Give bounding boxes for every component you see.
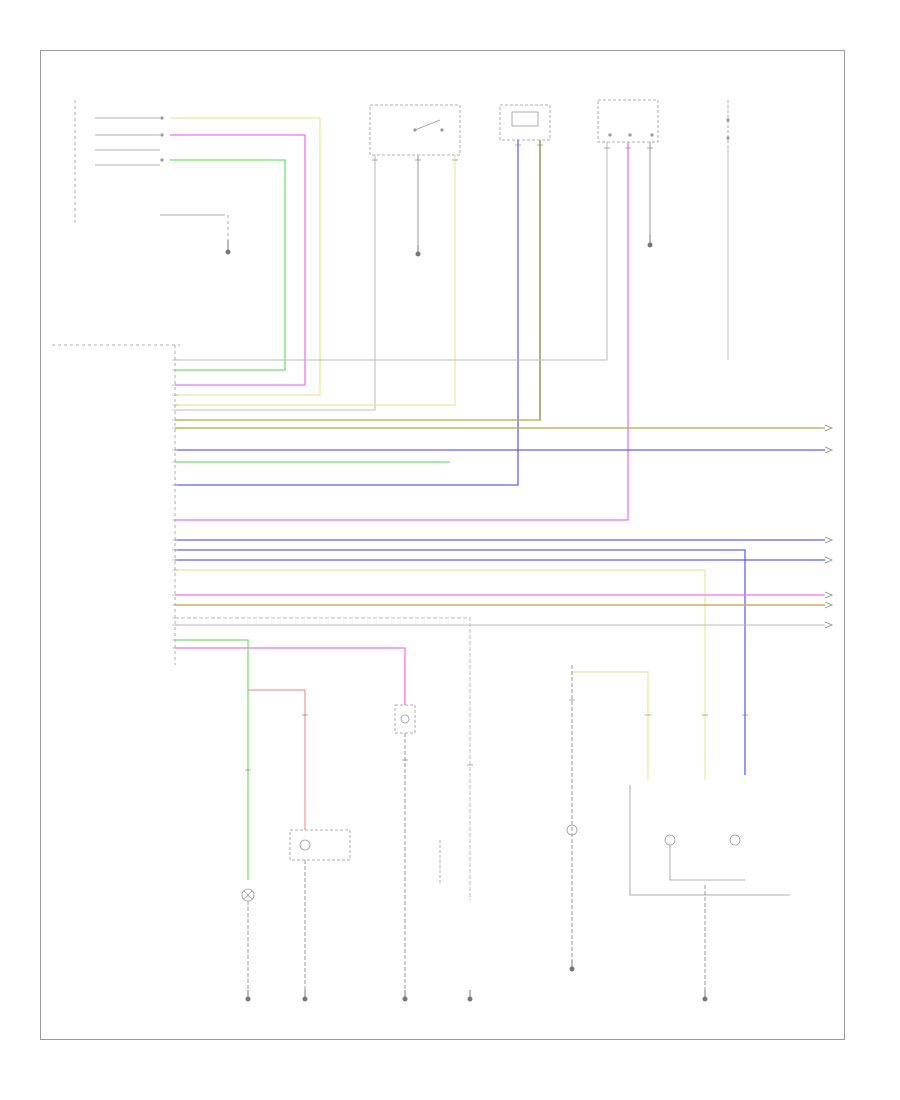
exterior-lamp-relay [499,104,551,141]
wire-bus-yellow-1 [175,569,706,780]
wire-license-yellow [572,671,649,780]
right-edge-connectors [824,424,834,629]
stop-lamp-switch [726,100,730,145]
ground-symbol-7 [467,990,473,1002]
wire-bus-blue-3 [175,549,746,775]
wire-ips-1 [175,155,376,411]
center-high-mount-stop-lamp [394,704,416,734]
instrument-panel-switch [369,104,461,156]
body-control-module [52,344,180,665]
diagram-frame [40,50,845,1040]
wire-bus-gray-2 [175,617,471,900]
ground-symbol-5 [302,990,308,1002]
ground-symbol-1 [225,240,231,255]
ground-symbol-3 [647,235,653,248]
connector-marks [245,144,748,771]
ground-symbol-9 [702,990,708,1002]
wire-bus-red-1 [248,689,306,830]
ground-symbol-2 [415,245,421,257]
right-front-turn-lamp [289,829,351,861]
ground-symbol-4 [245,990,251,1002]
wire-elr-tan [175,140,541,421]
wire-bus-green-2 [175,639,249,880]
right-front-park-lamp [241,888,255,902]
ground-symbol-8 [569,960,575,972]
turn-signal-switch [597,99,659,143]
wire-bus-pink-2 [175,647,406,705]
wire-tss-gray [175,142,608,361]
wire-hs-pink [170,134,306,386]
right-tail-lamp-assembly [629,785,790,896]
bcm-pin-ticks [172,359,178,649]
wire-hs-green [170,159,286,371]
wire-hs-yellow [170,117,321,396]
wire-ips-2 [175,155,456,406]
headlamp-switch [74,100,229,240]
wire-elr-blue [175,140,519,486]
wire-tss-pink [175,142,629,521]
license-lamp [566,824,578,836]
ground-symbol-6 [402,990,408,1002]
